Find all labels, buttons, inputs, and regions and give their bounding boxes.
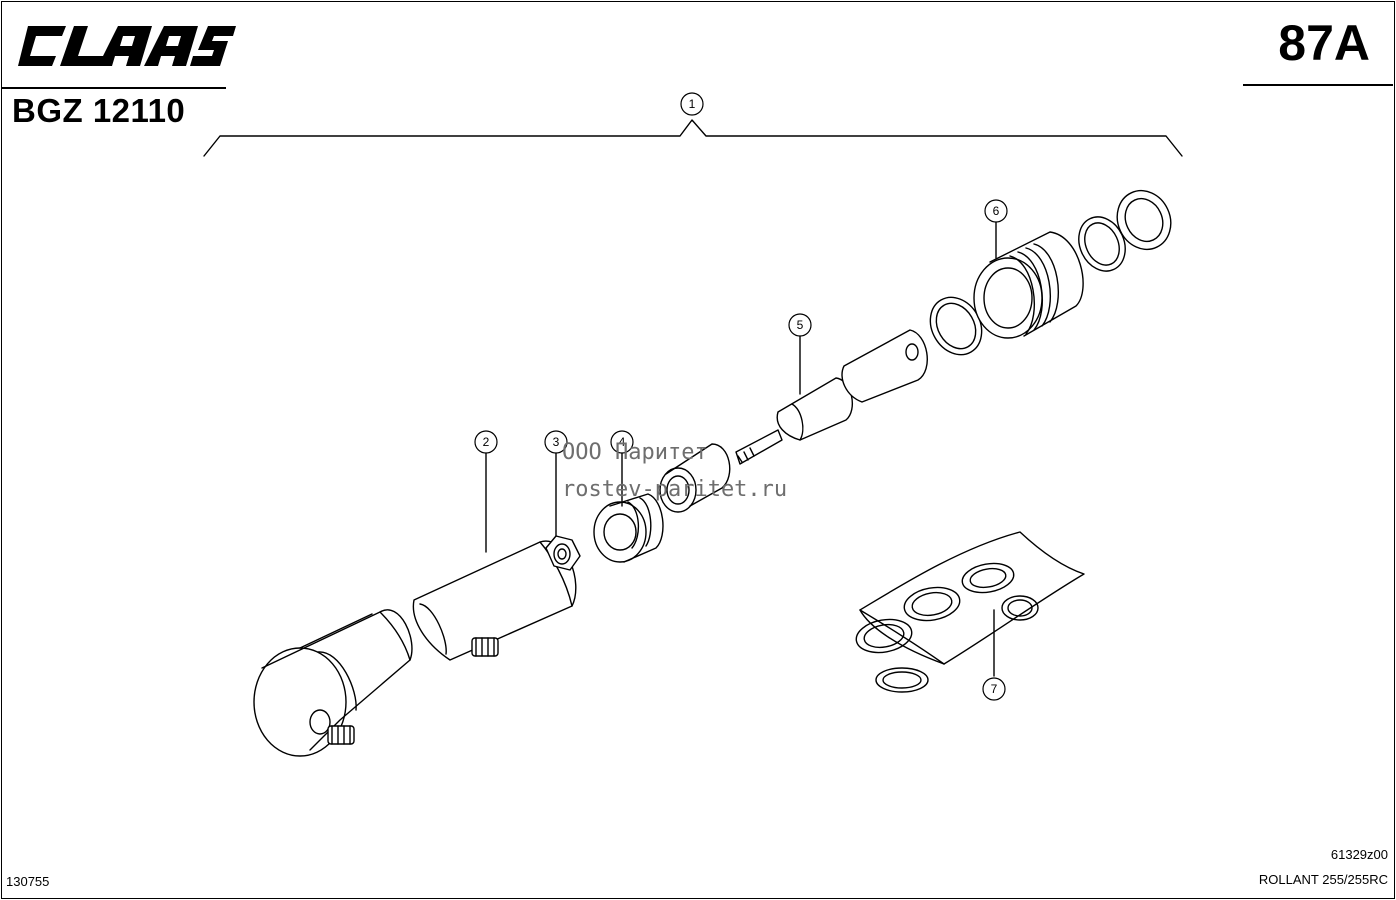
- part-4-piston: [593, 493, 664, 563]
- callout-label-2: 2: [483, 435, 490, 449]
- callout-label-3: 3: [553, 435, 560, 449]
- part-6-cylinder-head: [973, 231, 1084, 339]
- footer-model: ROLLANT 255/255RC: [1258, 872, 1388, 887]
- part-7-seal-kit: [855, 531, 1085, 693]
- wiper-ring: [1116, 189, 1172, 251]
- part-5-piston-rod: [735, 329, 928, 465]
- callout-4: [610, 430, 634, 454]
- callout-label-7: 7: [991, 682, 998, 696]
- page-number: 87A: [1278, 15, 1370, 71]
- claas-logo: [18, 26, 236, 66]
- callout-label-4: 4: [619, 435, 626, 449]
- watermark-company: ООО Паритет: [562, 440, 708, 465]
- header-rule-right: [1243, 84, 1393, 86]
- callout-6: [984, 199, 1008, 223]
- callout-label-1: 1: [689, 97, 696, 111]
- callout-7: [982, 677, 1006, 701]
- part-2-cylinder-body: [253, 540, 577, 757]
- guide-sleeve: [659, 443, 731, 513]
- callout-5: [788, 313, 812, 337]
- assembly-bracket: [203, 119, 1183, 157]
- group-code: BGZ 12110: [12, 92, 186, 129]
- header-rule-left: [2, 87, 226, 89]
- seal-ring: [1078, 216, 1126, 272]
- footer-doc-id: 130755: [6, 874, 50, 889]
- callout-1: [680, 92, 704, 116]
- callout-label-5: 5: [797, 318, 804, 332]
- callout-3: [544, 430, 568, 454]
- footer-drawing-code: 61329z00: [1330, 847, 1388, 862]
- callout-label-6: 6: [993, 204, 1000, 218]
- watermark-url: rostev-paritet.ru: [562, 477, 788, 502]
- callout-2: [474, 430, 498, 454]
